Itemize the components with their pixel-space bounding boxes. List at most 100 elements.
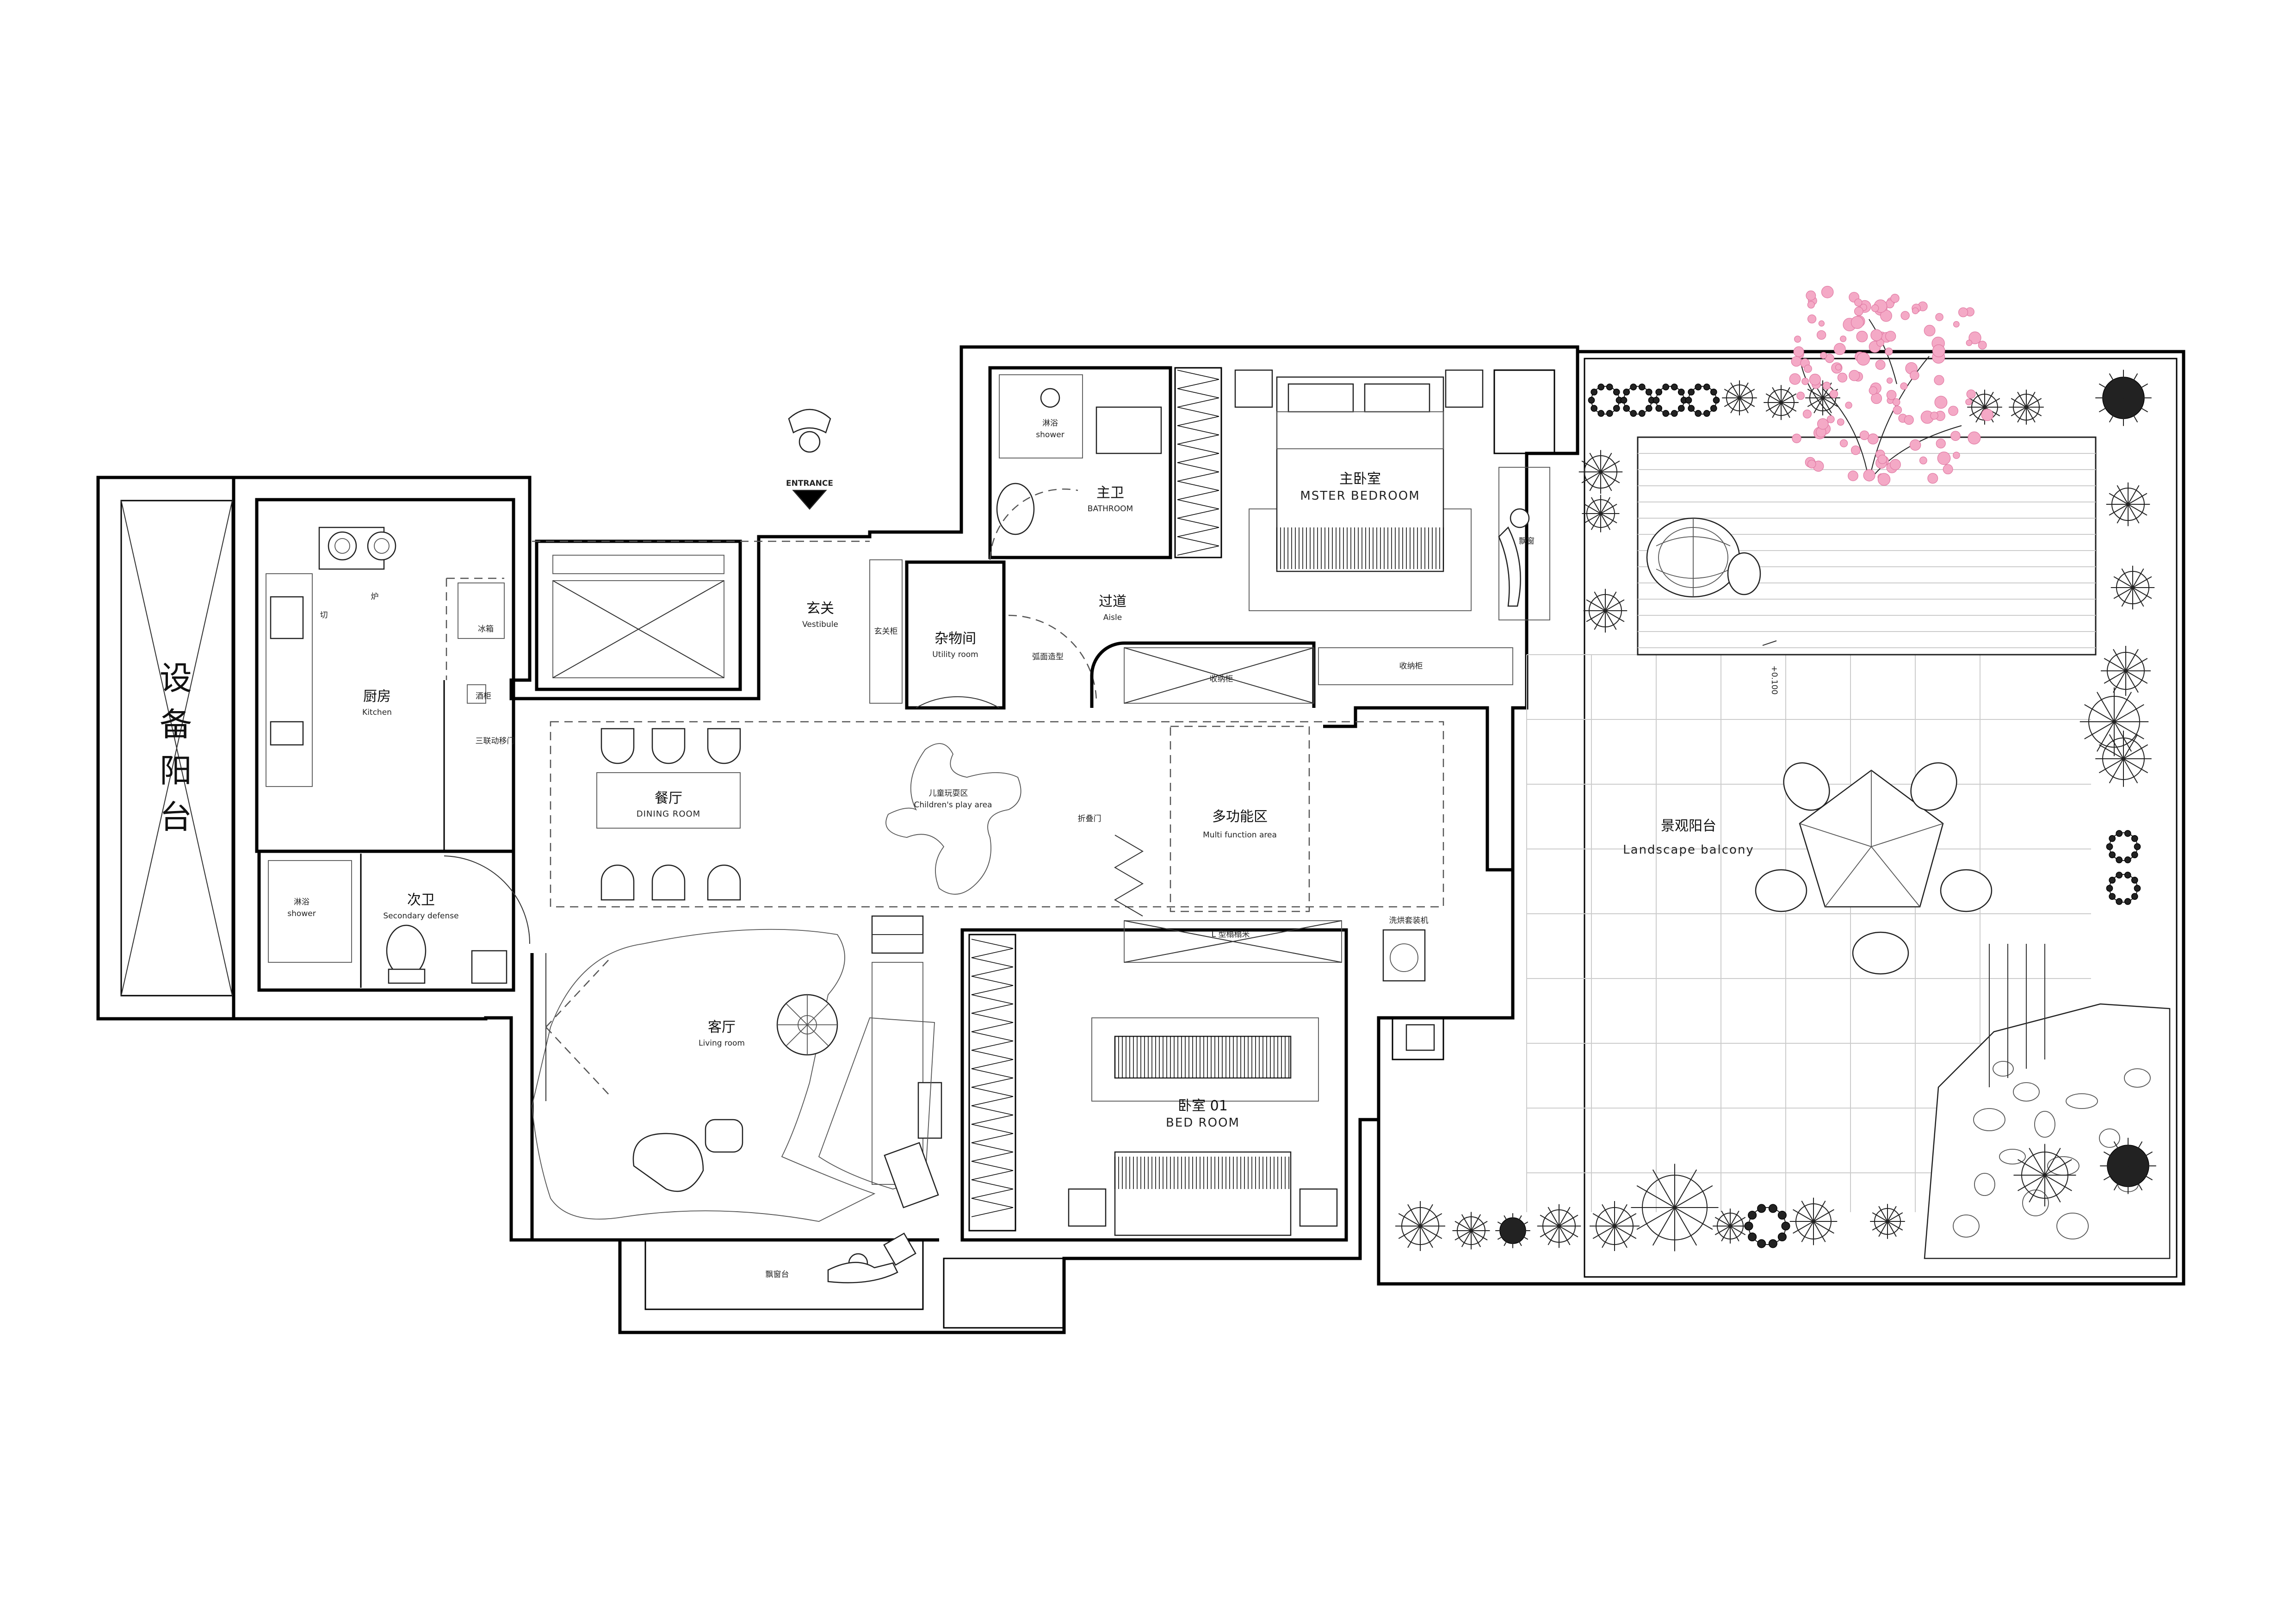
wardrobe-hatch <box>1177 370 1219 556</box>
blossom-dot <box>1934 396 1948 409</box>
living-label-en: Living room <box>699 1039 745 1048</box>
blossom-dot <box>1900 311 1910 320</box>
blossom-dot <box>1840 335 1847 342</box>
plant-cluster <box>1395 370 2156 1251</box>
entrance-label: ENTRANCE <box>786 479 833 488</box>
garden-callouts <box>1989 944 2045 1087</box>
blossom-dot <box>1822 382 1831 390</box>
shrub-icon <box>2095 731 2152 787</box>
blossom-dot <box>1870 329 1882 341</box>
hatch-line <box>971 966 1014 977</box>
blossom-dot <box>1968 331 1981 344</box>
blossom-dot <box>1932 344 1945 358</box>
potted-plant-icon <box>2106 830 2141 863</box>
potted-plant-icon <box>2106 872 2141 905</box>
blossom-dot <box>1953 452 1960 459</box>
bedroom-01: L 型榻榻米 卧室 01 BED ROOM 洗烘套装机 <box>960 916 1444 1242</box>
svg-text:设: 设 <box>160 659 192 697</box>
potted-plant-icon <box>1744 1204 1790 1248</box>
blossom-dot <box>1886 377 1893 384</box>
shrub-icon <box>2079 687 2149 756</box>
lounging-person-icon <box>1498 508 1530 607</box>
wine-cabinet-label: 酒柜 <box>476 692 491 701</box>
rock-icon <box>2013 1082 2040 1102</box>
hatch-line <box>1177 407 1219 417</box>
blossom-dot <box>1801 378 1809 385</box>
bay-window-label: 飘窗台 <box>766 1270 789 1279</box>
dining-chairs <box>600 728 741 901</box>
blossom-dot <box>1807 459 1816 469</box>
utility-label-cn: 杂物间 <box>934 631 976 647</box>
shoe-cabinet-label: 玄关柜 <box>874 627 898 636</box>
blossom-dot <box>1794 335 1801 343</box>
blossom-dot <box>1958 307 1968 317</box>
blossom-dot <box>1885 347 1893 356</box>
hatch-line <box>971 1189 1014 1199</box>
blossom-dot <box>1909 439 1921 451</box>
hatch-line <box>1177 453 1219 463</box>
living-room: 客厅 Living room <box>532 915 942 1222</box>
umbrella-table-set <box>1755 762 1993 975</box>
rock-icon <box>2099 1128 2120 1148</box>
hatch-line <box>1177 397 1219 408</box>
entrance-arrow-icon <box>792 489 827 510</box>
armchair-icon <box>632 1119 743 1192</box>
dining-table <box>596 772 741 829</box>
washer-label: 洗烘套装机 <box>1389 916 1429 925</box>
hatch-line <box>1177 471 1219 482</box>
shrub-icon <box>1495 1213 1530 1248</box>
blossom-dot <box>1821 285 1834 298</box>
blossom-dot <box>1857 352 1870 366</box>
shrub-icon <box>1395 1201 1445 1251</box>
hatch-line <box>971 1207 1014 1217</box>
blossom-dot <box>1806 290 1816 301</box>
hatch-line <box>971 1050 1014 1060</box>
kitchen-sink <box>270 596 304 639</box>
multi-function-label-en: Multi function area <box>1203 830 1277 840</box>
shrub-icon <box>1870 1204 1905 1239</box>
rock-icon <box>2066 1093 2098 1109</box>
shrub-icon <box>2101 646 2151 696</box>
hatch-line <box>971 1078 1014 1088</box>
hatch-line <box>971 1096 1014 1106</box>
blossom-dot <box>1837 372 1848 383</box>
multi-function-label-cn: 多功能区 <box>1212 809 1268 825</box>
rock-icon <box>2056 1213 2089 1239</box>
nightstand <box>1068 1188 1107 1227</box>
sliding-door-label: 三联动移门 <box>476 737 515 746</box>
blossom-dot <box>1816 330 1826 340</box>
bedroom01-label-en: BED ROOM <box>1166 1116 1240 1130</box>
blossom-dot <box>1818 320 1825 327</box>
hatch-line <box>1177 444 1219 454</box>
blossom-dot <box>1968 431 1981 445</box>
potted-plant-icon <box>1588 384 1623 417</box>
hatch-line <box>971 948 1014 958</box>
shrub-icon <box>1582 495 1620 533</box>
hatch-line <box>971 985 1014 995</box>
bay-lounge-label: 飘窗 <box>1519 537 1535 546</box>
rock-garden <box>1924 1003 2171 1259</box>
rock-icon <box>1999 1149 2026 1165</box>
master-bath: 淋浴 shower 主卫 BATHROOM <box>988 366 1172 560</box>
bed-hatch-2 <box>1114 1036 1289 1078</box>
dining-label-cn: 餐厅 <box>655 790 682 806</box>
fridge-label: 冰箱 <box>478 625 494 634</box>
shower-label-en: shower <box>1036 430 1064 440</box>
blossom-dot <box>1875 359 1886 370</box>
shrub-icon <box>1789 1197 1838 1245</box>
rock-icon <box>1973 1108 2005 1131</box>
bay-window: 飘窗台 <box>766 1233 916 1283</box>
blossom-dot <box>1981 409 1994 421</box>
blossom-dot <box>1919 456 1927 465</box>
utility-label-en: Utility room <box>932 650 978 659</box>
sink-icon <box>471 950 507 984</box>
bed-01 <box>1114 1151 1292 1236</box>
wardrobe-hatch-2 <box>971 939 1014 1217</box>
blossom-dot <box>1943 464 1953 475</box>
blossom-dot <box>1889 459 1901 471</box>
storage-label-2: 收纳柜 <box>1399 662 1423 671</box>
bed-hatch <box>1276 527 1444 569</box>
hatch-line <box>971 1004 1014 1014</box>
hatch-line <box>1177 481 1219 491</box>
kitchen: 厨房 Kitchen 切 炉 冰箱 酒柜 三联动移门 <box>255 498 515 853</box>
